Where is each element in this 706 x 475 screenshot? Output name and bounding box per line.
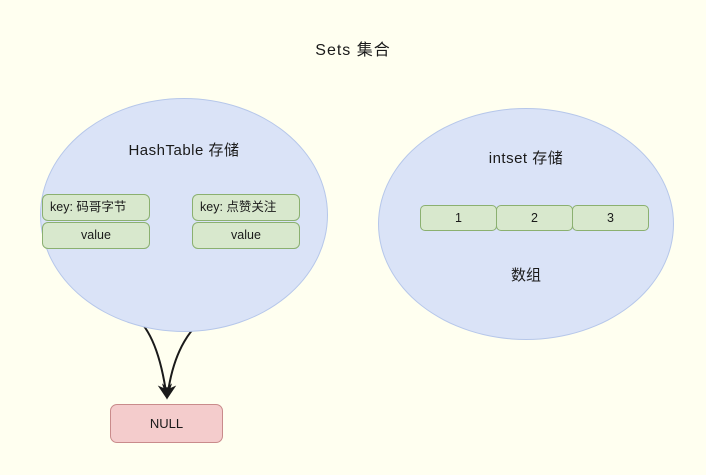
- hashtable-entry-1: key: 点赞关注 value: [192, 194, 300, 249]
- hashtable-entry-0-value: value: [42, 222, 150, 249]
- intset-array-cell-0: 1: [420, 205, 497, 231]
- intset-array: 1 2 3: [420, 205, 649, 231]
- hashtable-entry-1-value: value: [192, 222, 300, 249]
- hashtable-entry-0-key: key: 码哥字节: [42, 194, 150, 221]
- intset-array-cell-1: 2: [496, 205, 573, 231]
- null-node: NULL: [110, 404, 223, 443]
- intset-array-cell-2: 3: [572, 205, 649, 231]
- hashtable-label: HashTable 存储: [128, 142, 240, 159]
- page-title: Sets 集合: [315, 42, 391, 59]
- intset-array-label: 数组: [510, 267, 541, 284]
- hashtable-entry-0: key: 码哥字节 value: [42, 194, 150, 249]
- hashtable-entry-1-key: key: 点赞关注: [192, 194, 300, 221]
- intset-label: intset 存储: [488, 150, 564, 167]
